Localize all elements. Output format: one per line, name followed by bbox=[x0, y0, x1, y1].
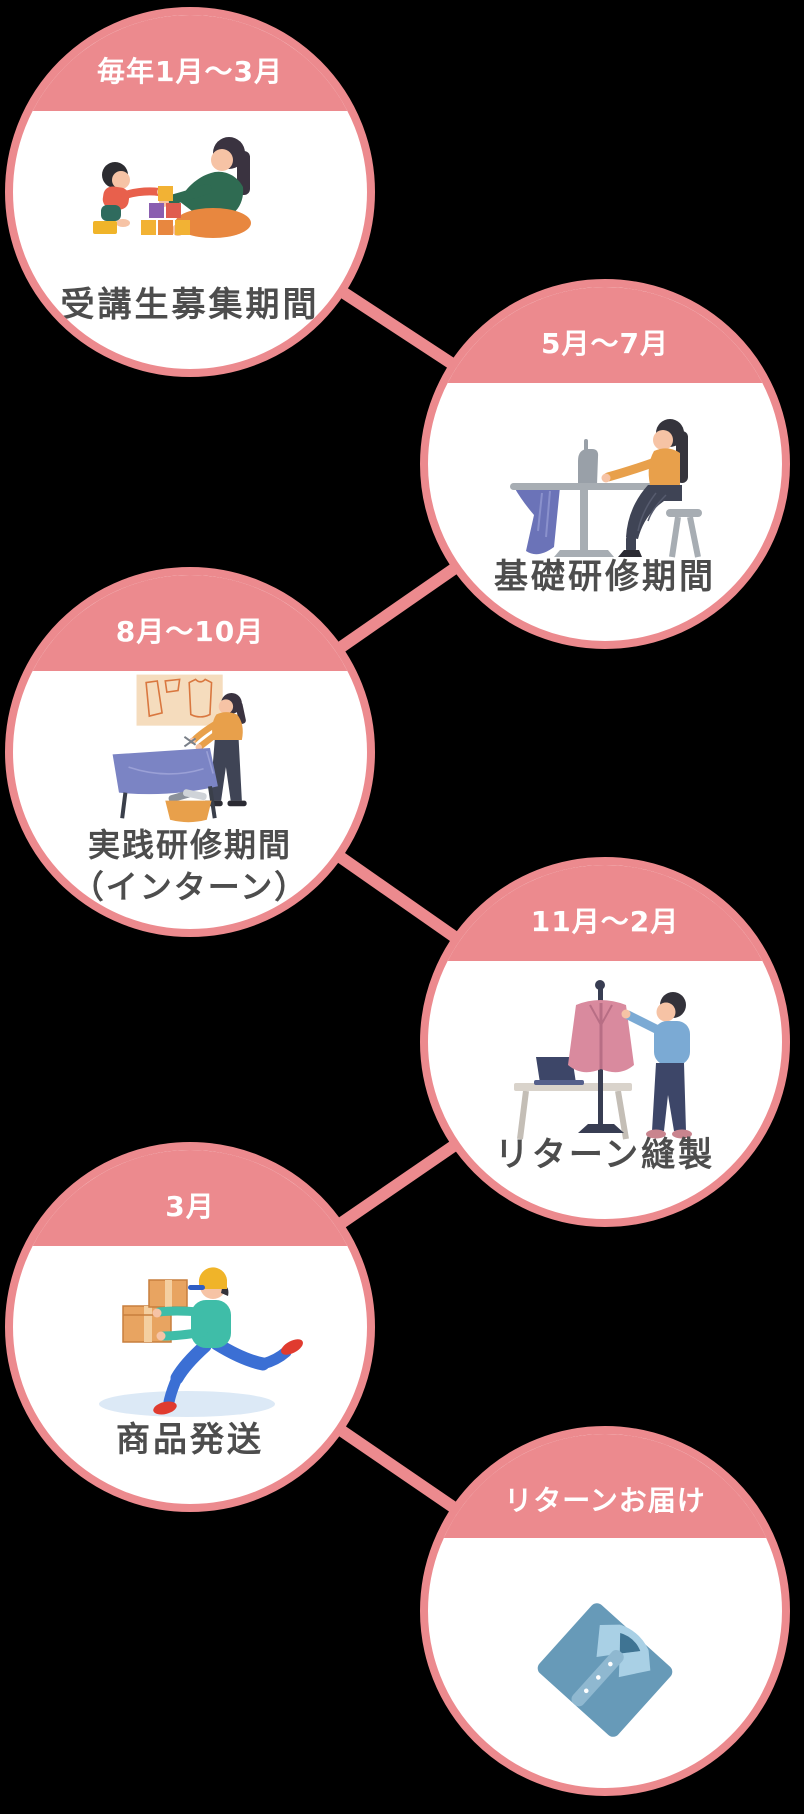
fabric-cutting-illustration bbox=[112, 674, 247, 823]
step-circle-basic-training: 5月〜7月 bbox=[420, 279, 790, 649]
step-circle-return-delivery: リターンお届け bbox=[420, 1426, 790, 1796]
step-label: 実践研修期間（インターン） bbox=[13, 825, 367, 908]
mannequin-sewing-illustration bbox=[514, 980, 692, 1140]
step-period-text: 毎年1月〜3月 bbox=[97, 55, 283, 88]
step-circle-practical-training: 8月〜10月 bbox=[5, 567, 375, 937]
sewing-machine-illustration bbox=[510, 419, 702, 558]
parent-child-blocks-illustration bbox=[93, 137, 251, 238]
step-label: 受講生募集期間 bbox=[60, 285, 320, 325]
step-period-text: 5月〜7月 bbox=[541, 327, 669, 360]
step-period-badge: リターンお届け bbox=[428, 1434, 782, 1538]
step-circle-return-sewing: 11月〜2月 リターン縫製 bbox=[420, 857, 790, 1227]
step-period-badge: 11月〜2月 bbox=[428, 865, 782, 961]
step-circle-shipping: 3月 商品発 bbox=[5, 1142, 375, 1512]
step-label: 基礎研修期間 bbox=[494, 557, 716, 597]
step-circle-recruitment: 毎年1月〜3月 bbox=[5, 7, 375, 377]
step-period-text: 3月 bbox=[165, 1190, 215, 1223]
step-label: リターン縫製 bbox=[494, 1135, 716, 1175]
step-period-text: 11月〜2月 bbox=[530, 905, 680, 938]
step-period-text: リターンお届け bbox=[504, 1484, 706, 1517]
step-label-line1: 実践研修期間 bbox=[87, 826, 292, 864]
step-period-badge: 毎年1月〜3月 bbox=[13, 15, 367, 111]
delivery-runner-illustration bbox=[99, 1267, 303, 1417]
folded-shirt-illustration bbox=[537, 1603, 673, 1737]
step-period-badge: 3月 bbox=[13, 1150, 367, 1246]
step-period-badge: 8月〜10月 bbox=[13, 575, 367, 671]
step-period-badge: 5月〜7月 bbox=[428, 287, 782, 383]
step-label: 商品発送 bbox=[116, 1420, 264, 1460]
step-label-line2: （インターン） bbox=[71, 867, 309, 906]
step-period-text: 8月〜10月 bbox=[115, 615, 265, 648]
